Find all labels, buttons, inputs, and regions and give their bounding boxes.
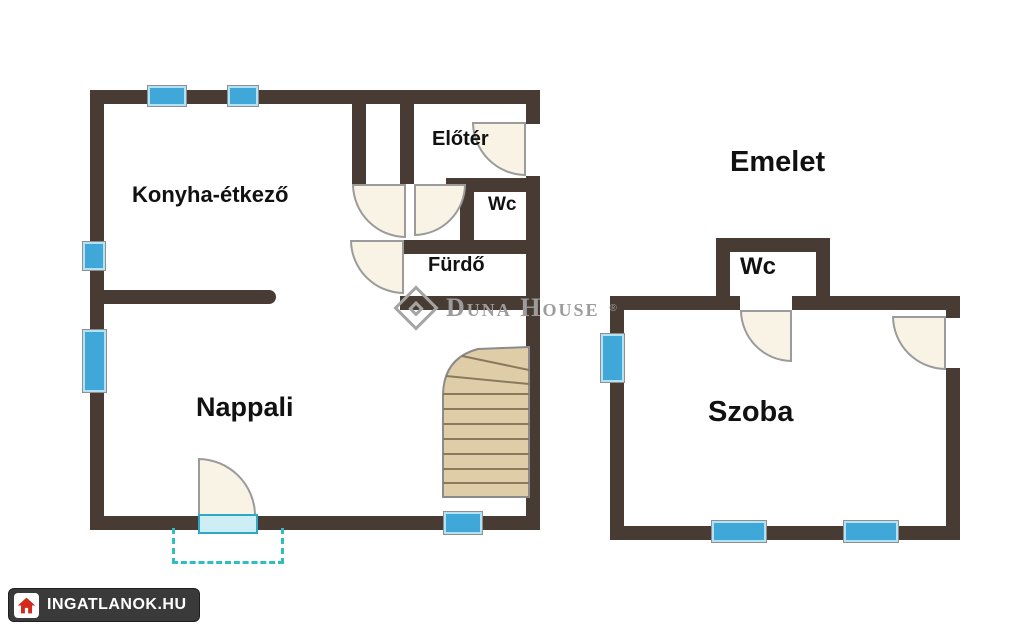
wall-segment — [90, 90, 104, 530]
window — [444, 512, 482, 534]
staircase — [442, 346, 530, 498]
wall-segment — [90, 290, 276, 304]
wall-segment — [400, 104, 414, 184]
door-opening — [946, 318, 960, 368]
wall-segment — [610, 526, 960, 540]
room-label-upper-wc: Wc — [740, 253, 776, 280]
wall-segment — [400, 240, 540, 254]
site-logo-badge: INGATLANOK.HU — [8, 588, 200, 622]
wall-segment — [90, 90, 540, 104]
room-label-living-room: Nappali — [196, 392, 294, 422]
wall-segment — [400, 296, 540, 310]
wall-segment — [352, 104, 366, 184]
room-label-wc: Wc — [488, 194, 517, 215]
site-logo-text: INGATLANOK.HU — [47, 596, 187, 613]
room-label-bathroom: Fürdő — [428, 254, 485, 276]
window — [228, 86, 258, 106]
house-icon-glyph — [17, 597, 36, 613]
wall-segment — [716, 238, 830, 252]
window — [712, 521, 766, 542]
window — [148, 86, 186, 106]
door-arc — [352, 184, 406, 238]
watermark-brand-text: Duna House — [446, 293, 600, 322]
wall-segment — [792, 296, 960, 310]
house-icon — [14, 592, 39, 618]
room-label-hall: Előtér — [432, 128, 489, 150]
room-label-kitchen: Konyha-étkező — [132, 182, 289, 207]
terrace-outline — [172, 528, 284, 564]
door-arc — [740, 310, 792, 362]
door-arc — [892, 316, 946, 370]
registered-mark: ® — [609, 302, 617, 314]
wall-segment — [716, 238, 730, 310]
window — [83, 242, 105, 270]
wall-segment — [610, 296, 740, 310]
duna-house-watermark: Duna House ® — [393, 285, 617, 331]
window — [601, 334, 624, 382]
door-arc — [350, 240, 404, 294]
wall-segment — [610, 296, 624, 540]
door-opening — [526, 124, 540, 176]
duna-house-diamond-icon — [393, 285, 439, 331]
door-arc — [414, 184, 466, 236]
window — [83, 330, 106, 392]
floor-title: Emelet — [730, 146, 826, 178]
room-label-room: Szoba — [708, 396, 794, 428]
door-arc — [198, 458, 256, 516]
duna-house-diamond-inner-icon — [408, 300, 424, 316]
terrace-door-sill — [198, 514, 258, 534]
window — [844, 521, 898, 542]
wall-segment — [816, 238, 830, 310]
